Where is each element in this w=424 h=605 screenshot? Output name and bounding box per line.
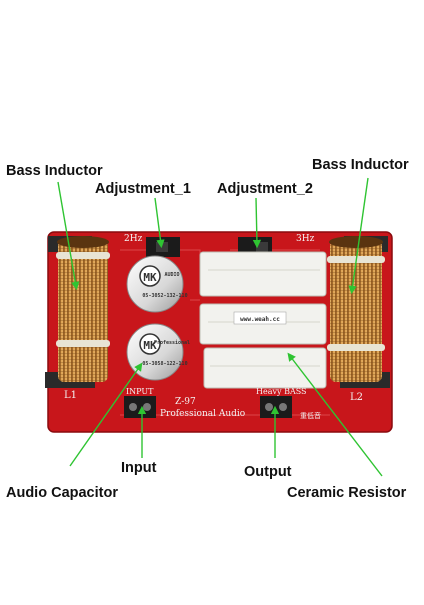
output-terminal	[260, 396, 292, 418]
label-bass-inductor-left: Bass Inductor	[6, 163, 103, 179]
arrow-adjust-2	[252, 197, 262, 249]
silk-l2: L2	[350, 392, 363, 403]
capacitor-top: MK 05-3052-132-110 AUDIO	[126, 255, 188, 313]
silk-l1: L1	[64, 390, 77, 401]
ceramic-resistors: www.weah.cc	[199, 251, 327, 389]
label-adjustment-2: Adjustment_2	[217, 181, 313, 197]
cap-sub-bottom: Professional	[154, 340, 190, 346]
label-audio-capacitor: Audio Capacitor	[6, 485, 118, 501]
silk-2hz: 2Hz	[124, 234, 143, 244]
silk-chinese: 重低音	[300, 411, 321, 420]
cap-code-top: 05-3052-132-110	[142, 293, 187, 299]
arrow-adjust-1	[154, 197, 165, 249]
arrow-bass-left	[57, 181, 80, 291]
silk-input: INPUT	[126, 387, 154, 396]
input-terminal	[124, 396, 156, 418]
cap-brand-bottom: MK	[143, 339, 157, 352]
silk-heavy-bass: Heavy BASS	[256, 387, 307, 396]
label-adjustment-1: Adjustment_1	[95, 181, 191, 197]
label-output: Output	[244, 464, 292, 480]
resistor-stamp: www.weah.cc	[240, 316, 280, 323]
label-bass-inductor-right: Bass Inductor	[312, 157, 409, 173]
silk-3hz: 3Hz	[296, 234, 315, 244]
label-ceramic-resistor: Ceramic Resistor	[287, 485, 407, 501]
silk-brand: Professional Audio	[160, 409, 245, 419]
switch-left	[146, 237, 180, 257]
arrow-audio-capacitor	[69, 362, 143, 467]
arrow-bass-right	[348, 177, 369, 295]
arrow-ceramic-resistor	[287, 352, 383, 477]
cap-text-top: AUDIO	[164, 272, 179, 278]
left-inductor	[45, 236, 110, 388]
label-input: Input	[121, 460, 157, 476]
cap-code-bottom: 05-3058-122-110	[142, 361, 187, 367]
right-inductor	[327, 236, 390, 388]
silk-model: Z-97	[175, 397, 196, 407]
cap-brand-top: MK	[143, 271, 157, 284]
